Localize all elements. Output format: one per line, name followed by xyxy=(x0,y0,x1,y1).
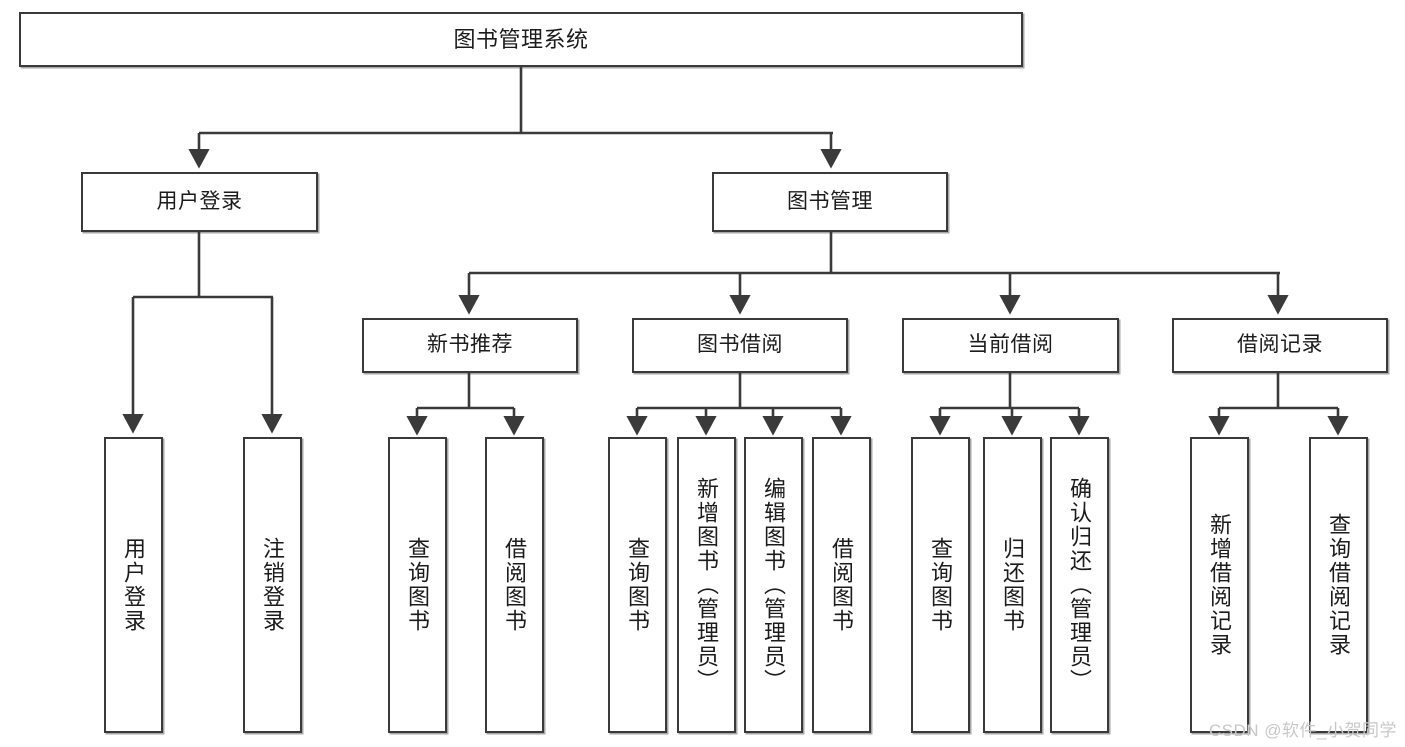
leaf-current-borrow-confirm-return-admin[interactable]: 确认归还（管理员） xyxy=(1050,437,1109,733)
node-label: 新书推荐 xyxy=(427,333,513,357)
node-book-management[interactable]: 图书管理 xyxy=(712,172,948,232)
leaf-new-book-query-book[interactable]: 查询图书 xyxy=(388,437,447,733)
leaf-user-login-login[interactable]: 用户登录 xyxy=(104,437,163,733)
leaf-new-book-borrow-book[interactable]: 借阅图书 xyxy=(485,437,544,733)
node-label: 确认归还（管理员） xyxy=(1067,477,1093,693)
node-label: 当前借阅 xyxy=(967,333,1054,357)
node-label: 查询图书 xyxy=(928,537,954,633)
leaf-borrow-record-query-record[interactable]: 查询借阅记录 xyxy=(1309,437,1368,733)
leaf-current-borrow-return-book[interactable]: 归还图书 xyxy=(983,437,1042,733)
node-new-book-recommend[interactable]: 新书推荐 xyxy=(362,318,578,373)
csdn-watermark: CSDN @软件_小贺同学 xyxy=(1208,721,1397,740)
node-label: 用户登录 xyxy=(121,537,147,633)
leaf-borrow-record-add-record[interactable]: 新增借阅记录 xyxy=(1190,437,1249,733)
node-label: 图书借阅 xyxy=(697,333,783,357)
node-label: 图书管理系统 xyxy=(453,26,589,52)
node-label: 图书管理 xyxy=(787,189,873,213)
node-label: 查询图书 xyxy=(625,537,651,633)
leaf-book-borrow-edit-book-admin[interactable]: 编辑图书（管理员） xyxy=(744,437,803,733)
leaf-user-login-logout[interactable]: 注销登录 xyxy=(243,437,302,733)
node-label: 用户登录 xyxy=(156,189,243,213)
leaf-current-borrow-query-book[interactable]: 查询图书 xyxy=(911,437,970,733)
node-label: 借阅记录 xyxy=(1237,333,1323,357)
node-label: 新增图书（管理员） xyxy=(694,477,720,693)
node-label: 新增借阅记录 xyxy=(1207,513,1233,657)
node-current-borrow[interactable]: 当前借阅 xyxy=(902,318,1119,373)
node-label: 查询图书 xyxy=(405,537,431,633)
leaf-book-borrow-query-book[interactable]: 查询图书 xyxy=(608,437,667,733)
node-label: 注销登录 xyxy=(260,537,286,633)
node-label: 查询借阅记录 xyxy=(1326,513,1352,657)
node-label: 编辑图书（管理员） xyxy=(761,477,787,693)
node-user-login[interactable]: 用户登录 xyxy=(81,172,318,232)
node-label: 借阅图书 xyxy=(502,537,528,633)
node-root-book-management-system[interactable]: 图书管理系统 xyxy=(19,12,1023,67)
node-label: 借阅图书 xyxy=(829,537,855,633)
node-borrow-record[interactable]: 借阅记录 xyxy=(1172,318,1388,373)
leaf-book-borrow-borrow-book[interactable]: 借阅图书 xyxy=(812,437,871,733)
node-label: 归还图书 xyxy=(1000,537,1026,633)
node-book-borrow[interactable]: 图书借阅 xyxy=(632,318,848,373)
leaf-book-borrow-add-book-admin[interactable]: 新增图书（管理员） xyxy=(677,437,736,733)
